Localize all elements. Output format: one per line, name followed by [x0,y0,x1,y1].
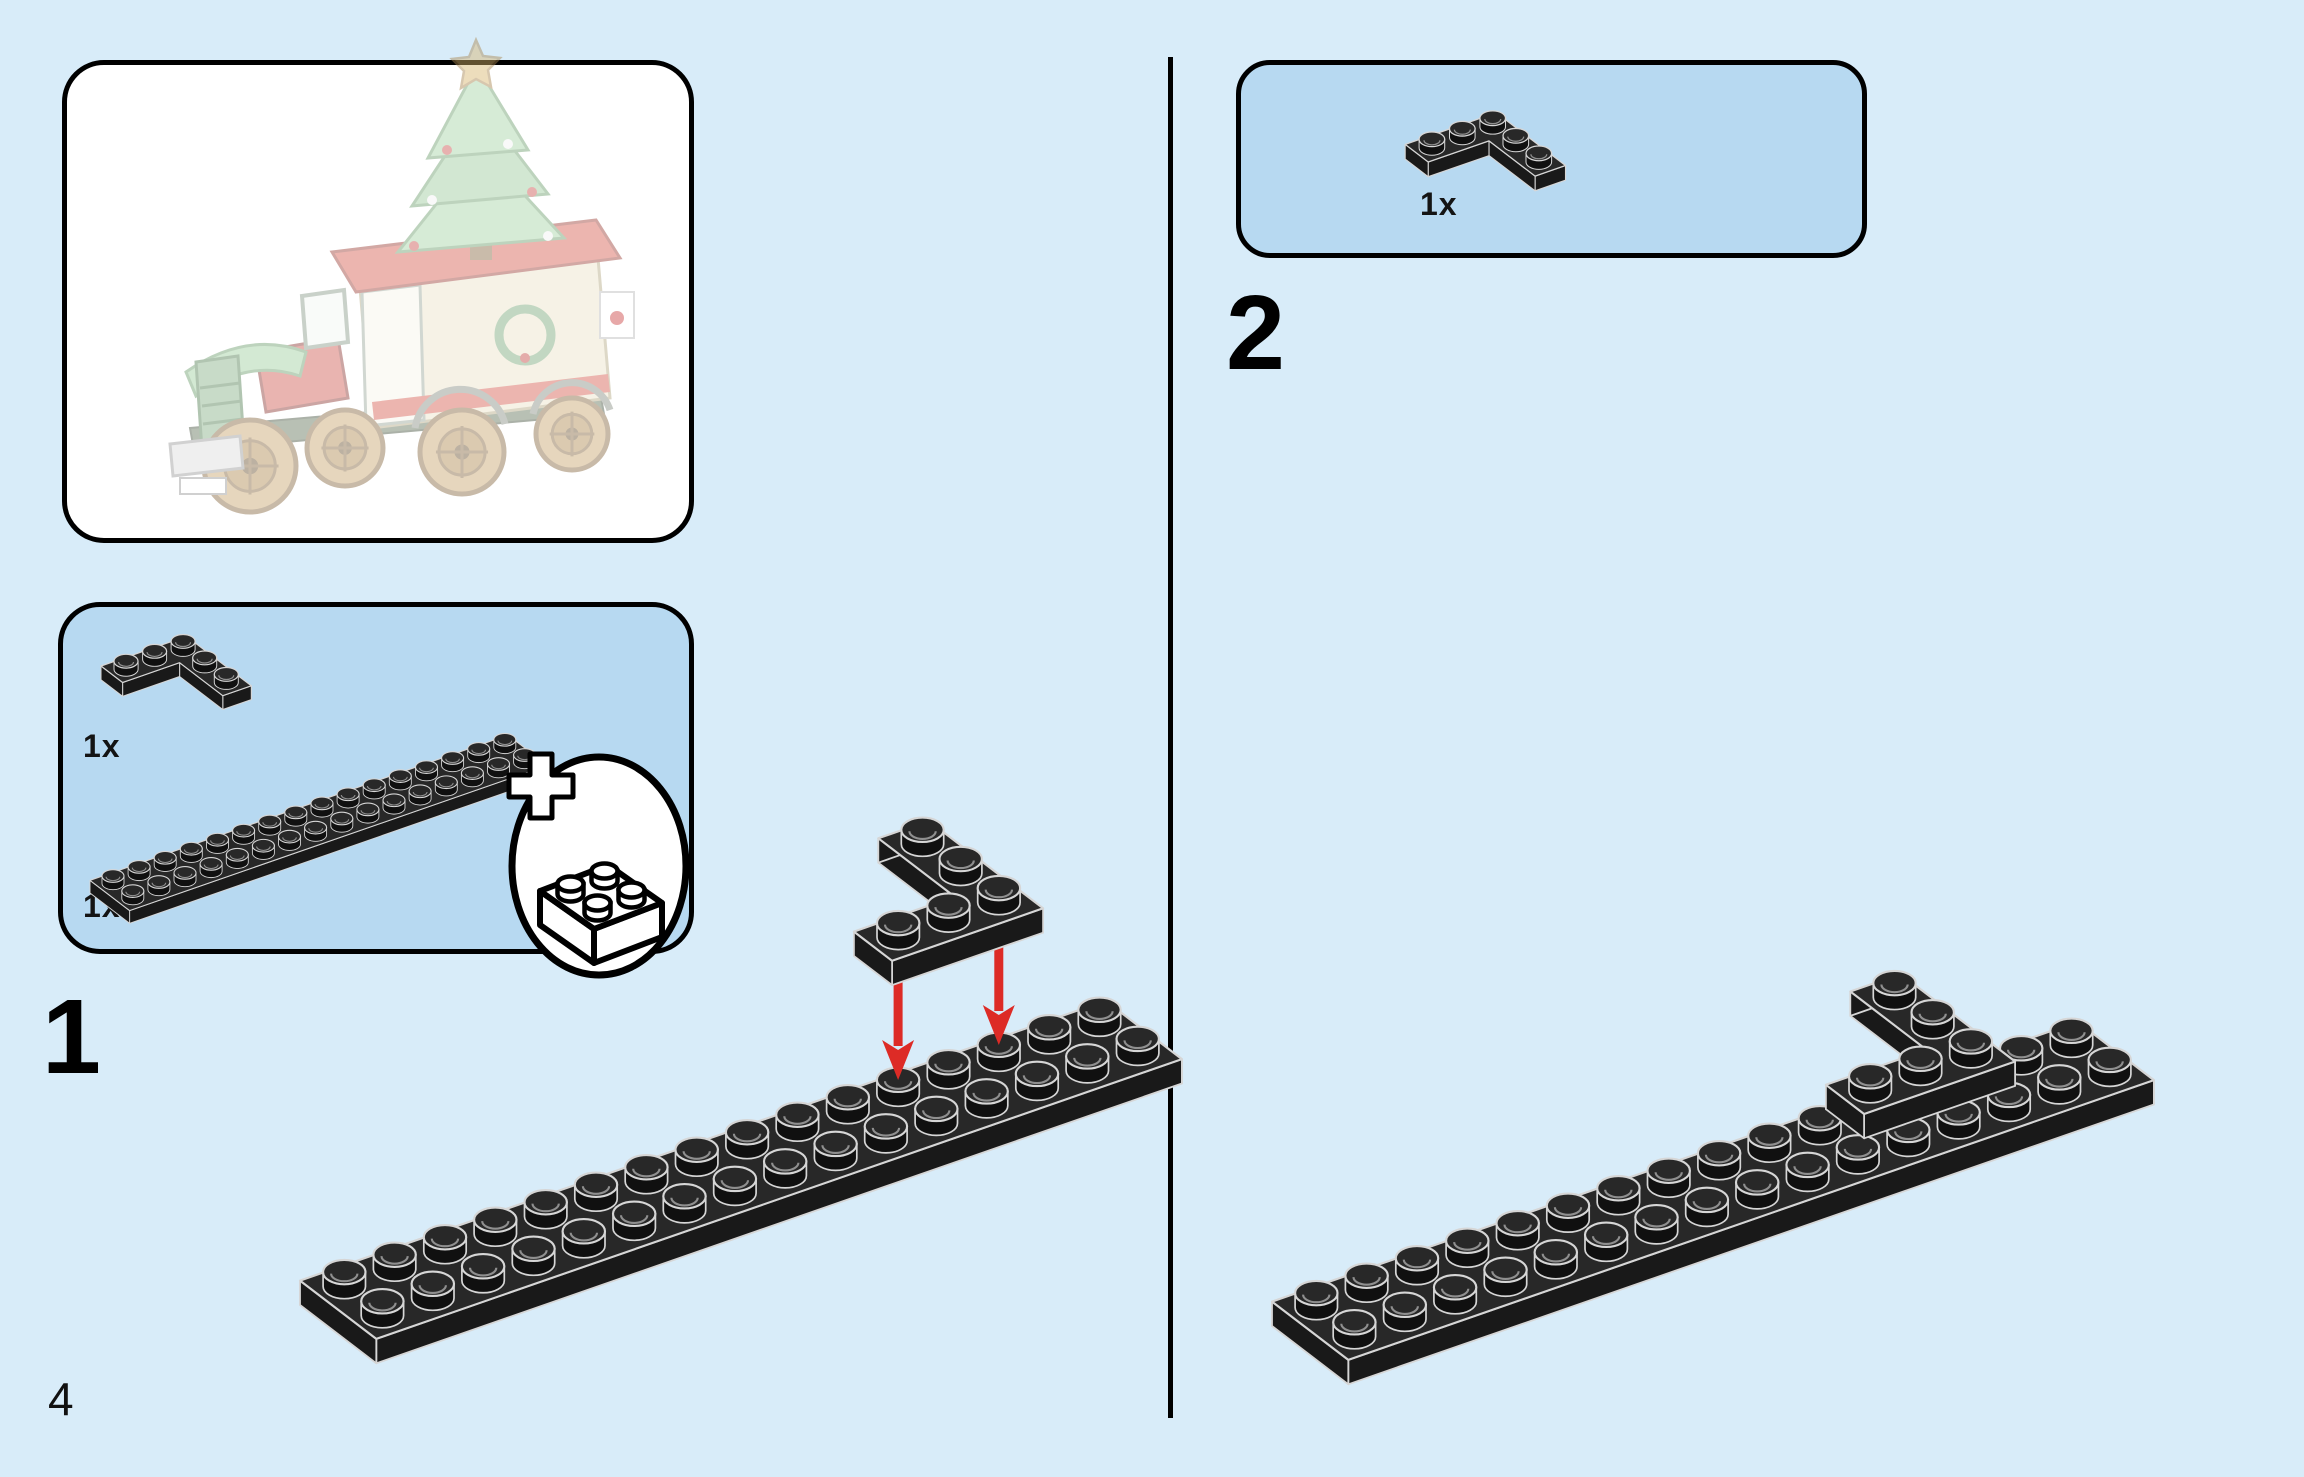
placement-arrow-icon [882,966,915,1080]
step2-number: 2 [1226,274,1285,392]
page-number: 4 [48,1373,74,1425]
set-preview-box [62,60,694,543]
placement-arrow-icon [982,933,1015,1045]
part-count-label: 1x [1420,186,1458,222]
step2-plate [1270,1017,2155,1386]
step1-plate [298,996,1183,1365]
step2-corner [1824,969,2017,1140]
step1-corner-floating [852,816,1045,987]
part-count-label: 1x [83,888,121,924]
column-divider [1168,57,1173,1418]
step1-number: 1 [42,978,101,1096]
part-count-label: 1x [83,728,121,764]
step2-parts-box [1236,60,1867,258]
step1-parts-box [58,602,694,954]
